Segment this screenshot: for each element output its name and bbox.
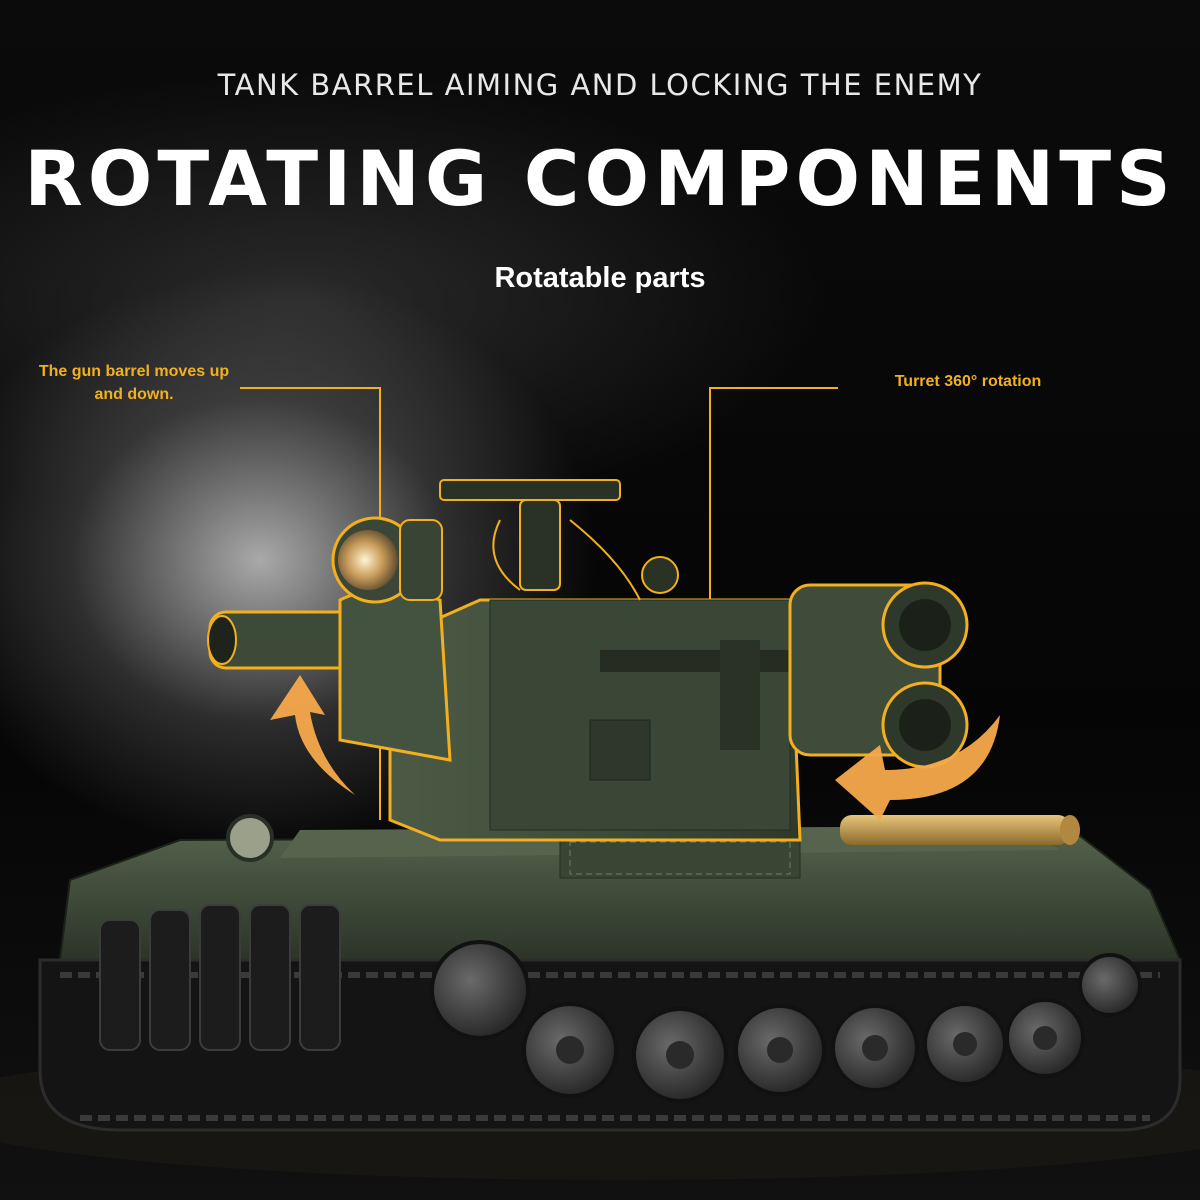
rocket-pods [788,581,969,769]
searchlight-icon [331,516,443,604]
road-wheels [430,940,1142,1103]
tank-shell [840,815,1080,845]
gun-barrel-callout: The gun barrel moves up and down. [38,363,230,403]
turret-leader-line [709,387,838,640]
headlight-icon [226,814,274,862]
page-tagline: Rotatable parts [494,262,706,294]
spare-track-links [99,904,341,1051]
turret-callout: Turret 360° rotation [894,373,1042,390]
barrel-elevation-arrow-icon [270,675,355,795]
page-title: ROTATING COMPONENTS [24,134,1176,223]
gun-barrel [207,588,452,762]
turret-rotation-arrow-icon [835,715,1000,820]
tank-turret [388,598,802,842]
page-subtitle: TANK BARREL AIMING AND LOCKING THE ENEMY [217,68,983,102]
machine-gun [439,479,679,601]
